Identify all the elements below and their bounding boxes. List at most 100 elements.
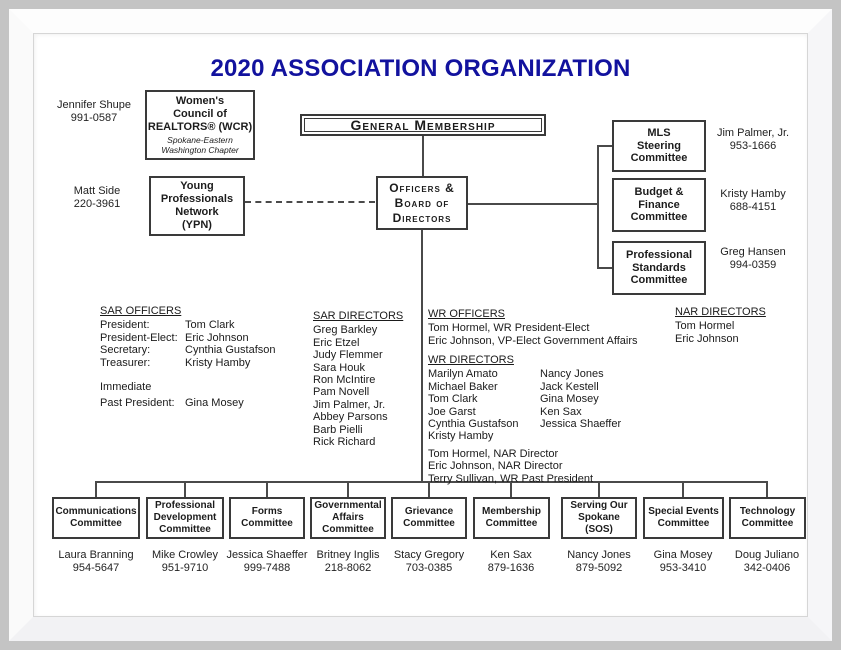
committee-label: Professional Development Committee [153,500,217,535]
roster-label: Past President: [100,397,175,410]
committee-contact: Gina Mosey 953-3410 [653,549,713,574]
committee-box-forms: Forms Committee [229,497,305,539]
committee-box-technology: Technology Committee [729,497,806,539]
committee-contact: Ken Sax 879-1636 [487,549,535,574]
director-name: Jack Kestell [540,380,599,393]
committee-box-special-events: Special Events Committee [643,497,724,539]
wr-officers-heading: WR OFFICERS [428,308,505,320]
nar-directors-roster: NAR DIRECTORS Tom Hormel Eric Johnson [675,306,785,345]
roster-label: President: [100,319,150,332]
director-name: Joe Garst [428,405,476,418]
committee-contact: Doug Juliano 342-0406 [734,549,800,574]
director-name: Ron McIntire [313,374,376,387]
sar-officers-roster: SAR OFFICERS President:Tom Clark Preside… [100,305,300,410]
wcr-contact: Jennifer Shupe 991-0587 [57,99,131,124]
ypn-box: Young Professionals Network (YPN) [149,176,245,236]
director-name: Eric Etzel [313,336,360,349]
director-name: Judy Flemmer [313,349,383,362]
ypn-contact: Matt Side 220-3961 [73,185,121,210]
mls-steering-box: MLS Steering Committee [612,120,706,172]
committee-label: Membership Committee [482,506,541,529]
wr-officers-roster: WR OFFICERS Tom Hormel, WR President-Ele… [428,308,658,347]
roster-row: President-Elect:Eric Johnson [100,332,300,344]
committee-contact: Jessica Shaeffer 999-7488 [226,549,308,574]
officers-board-box: Officers & Board of Directors [376,176,468,230]
roster-value: Cynthia Gustafson [185,344,276,357]
director-name: Gina Mosey [540,393,599,406]
sar-directors-heading: SAR DIRECTORS [313,310,404,322]
wcr-chapter: Spokane-Eastern Washington Chapter [161,134,239,155]
roster-row [100,369,300,381]
director-name: Ken Sax [540,405,582,418]
roster-row: Treasurer: Kristy Hamby [100,357,300,369]
connector-stub-mls [597,145,612,147]
connector-drop-1 [95,481,97,498]
connector-drop-5 [428,481,430,498]
committee-box-professional-development: Professional Development Committee [146,497,224,539]
director-name: Eric Johnson [675,332,739,345]
budget-finance-box: Budget & Finance Committee [612,178,706,232]
sar-officers-heading: SAR OFFICERS [100,305,182,317]
committee-contact: Laura Branning 954-5647 [58,549,134,574]
director-name: Cynthia Gustafson [428,418,519,431]
director-name: Nancy Jones [540,368,604,381]
budget-finance-label: Budget & Finance Committee [630,185,688,224]
committee-label: Special Events Committee [648,506,719,529]
wr-directors-col1: Marilyn Amato Michael Baker Tom Clark Jo… [428,368,540,442]
director-name: Greg Barkley [313,324,378,337]
director-name: Marilyn Amato [428,368,498,381]
wcr-name: Women's Council of REALTORS® (WCR) [147,95,253,133]
roster-row: President:Tom Clark [100,319,300,331]
wr-directors-extra: Tom Hormel, NAR Director Eric Johnson, N… [428,448,658,485]
committee-box-grievance: Grievance Committee [391,497,467,539]
connector-officers-to-committees [421,230,423,483]
committee-label: Serving Our Spokane (SOS) [570,500,628,535]
director-name: Michael Baker [428,380,498,393]
director-name: Tom Clark [428,393,478,406]
officer-line: Eric Johnson, VP-Elect Government Affair… [428,334,638,347]
nar-directors-heading: NAR DIRECTORS [675,306,766,318]
director-name: Barb Pielli [313,423,363,436]
professional-standards-box: Professional Standards Committee [612,241,706,295]
connector-right-bracket [597,145,599,269]
director-name: Rick Richard [313,436,376,449]
committee-box-governmental-affairs: Governmental Affairs Committee [310,497,386,539]
roster-label [100,369,185,381]
roster-label: President-Elect: [100,331,178,344]
committee-contact: Mike Crowley 951-9710 [151,549,218,574]
committee-contact: Britney Inglis 218-8062 [316,549,380,574]
director-name: Pam Novell [313,386,370,399]
sar-directors-roster: SAR DIRECTORS Greg Barkley Eric Etzel Ju… [313,310,418,448]
connector-committee-rail [96,481,767,483]
connector-drop-4 [347,481,349,498]
committee-box-communications: Communications Committee [52,497,140,539]
director-extra-line: Terry Sullivan, WR Past President [428,472,594,485]
director-name: Abbey Parsons [313,411,388,424]
connector-officers-to-bracket [468,203,598,205]
committee-box-serving-our-spokane: Serving Our Spokane (SOS) [561,497,637,539]
director-extra-line: Eric Johnson, NAR Director [428,460,563,473]
professional-standards-label: Professional Standards Committee [625,248,693,287]
committee-label: Governmental Affairs Committee [314,500,382,535]
connector-drop-2 [184,481,186,498]
roster-label: Secretary: [100,344,151,357]
director-name: Sara Houk [313,361,365,374]
connector-gm-to-officers [422,134,424,177]
director-name: Jessica Shaeffer [540,418,622,431]
connector-drop-3 [266,481,268,498]
connector-stub-prof-standards [597,267,612,269]
connector-drop-8 [682,481,684,498]
mls-steering-contact: Jim Palmer, Jr. 953-1666 [716,127,790,152]
director-name: Kristy Hamby [428,430,494,443]
committee-label: Grievance Committee [403,506,455,529]
roster-label: Treasurer: [100,356,151,369]
director-name: Jim Palmer, Jr. [313,398,386,411]
roster-value: Kristy Hamby [185,356,251,369]
committee-label: Technology Committee [739,506,796,529]
ypn-name: Young Professionals Network (YPN) [160,180,234,231]
wr-directors-heading: WR DIRECTORS [428,354,514,366]
wr-directors-col2: Nancy Jones Jack Kestell Gina Mosey Ken … [540,368,621,442]
connector-ypn-dashed [245,201,375,203]
page-title: 2020 ASSOCIATION ORGANIZATION [210,55,631,82]
general-membership-box: General Membership [300,114,546,136]
